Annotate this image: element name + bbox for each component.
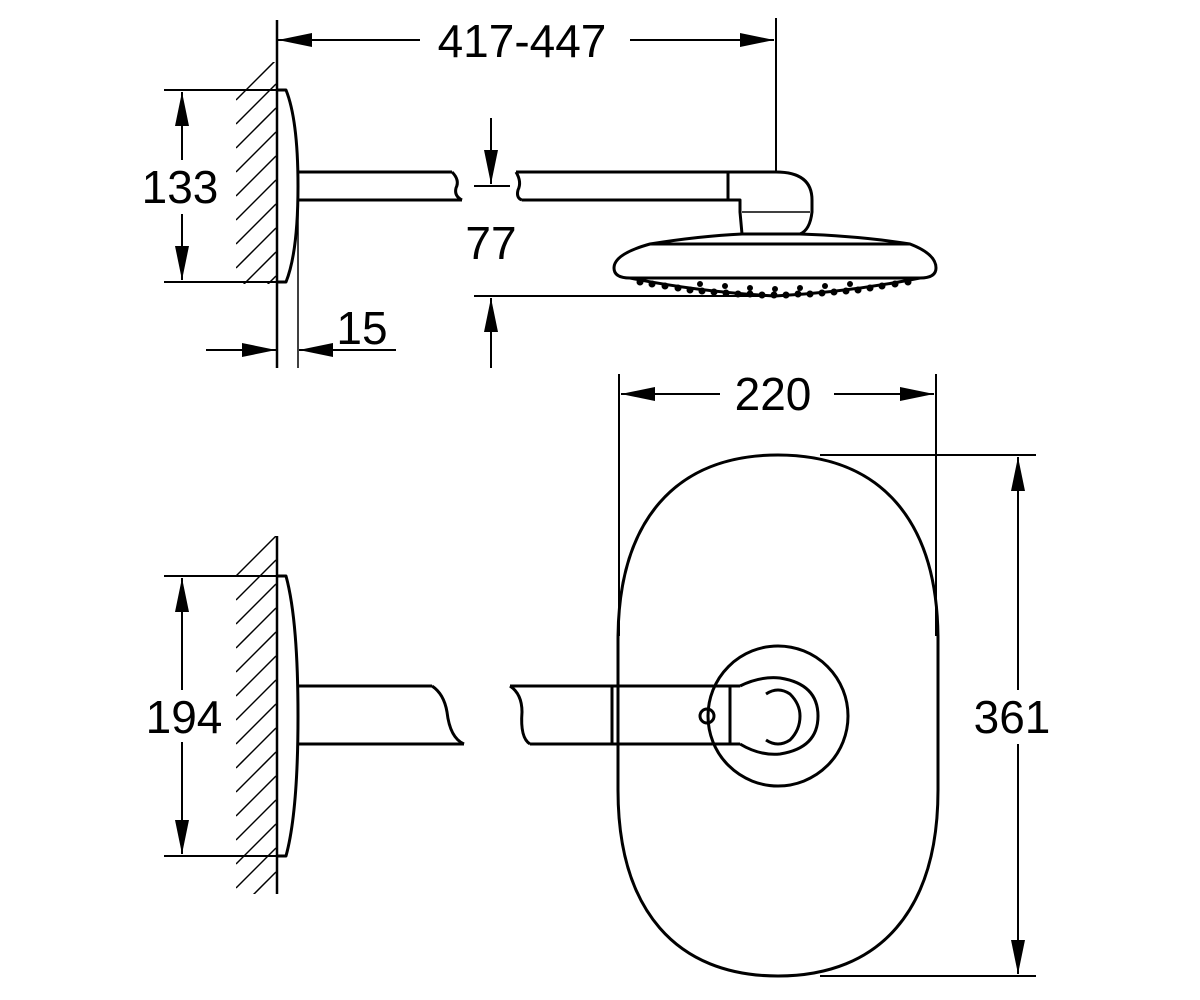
- dim-label-head-drop: 77: [465, 217, 516, 269]
- wall-hatch-top: [236, 62, 276, 284]
- wall-hatch-bottom: [236, 536, 276, 894]
- dim-label-head-width: 220: [735, 368, 812, 420]
- shower-head-top: [616, 453, 940, 978]
- dim-plate-thickness: [206, 343, 396, 357]
- wall-plate-top: [277, 574, 300, 858]
- shower-arm-top: [298, 684, 740, 746]
- head-joint-side: [728, 170, 814, 236]
- dim-head-length: [820, 454, 1036, 977]
- dim-label-plate-height-side: 133: [142, 161, 219, 213]
- shower-head-side: [612, 232, 938, 299]
- dim-plate-height-side: [164, 89, 282, 283]
- dim-plate-height-front: [164, 575, 282, 857]
- dim-label-plate-height-front: 194: [146, 691, 223, 743]
- dim-arm-length: [278, 18, 777, 172]
- top-view: 220 194 361: [146, 368, 1051, 978]
- dim-head-width: [618, 374, 937, 636]
- wall-plate-side: [277, 88, 300, 284]
- dim-head-drop: [474, 118, 772, 368]
- dim-label-arm-length: 417-447: [438, 15, 607, 67]
- side-view: 417-447 133 77 15: [142, 15, 938, 368]
- dim-label-plate-thickness: 15: [336, 302, 387, 354]
- head-hub-top: [706, 644, 850, 788]
- spray-nozzles: [636, 278, 912, 299]
- dim-label-head-length: 361: [974, 691, 1051, 743]
- shower-arm-side: [298, 170, 730, 202]
